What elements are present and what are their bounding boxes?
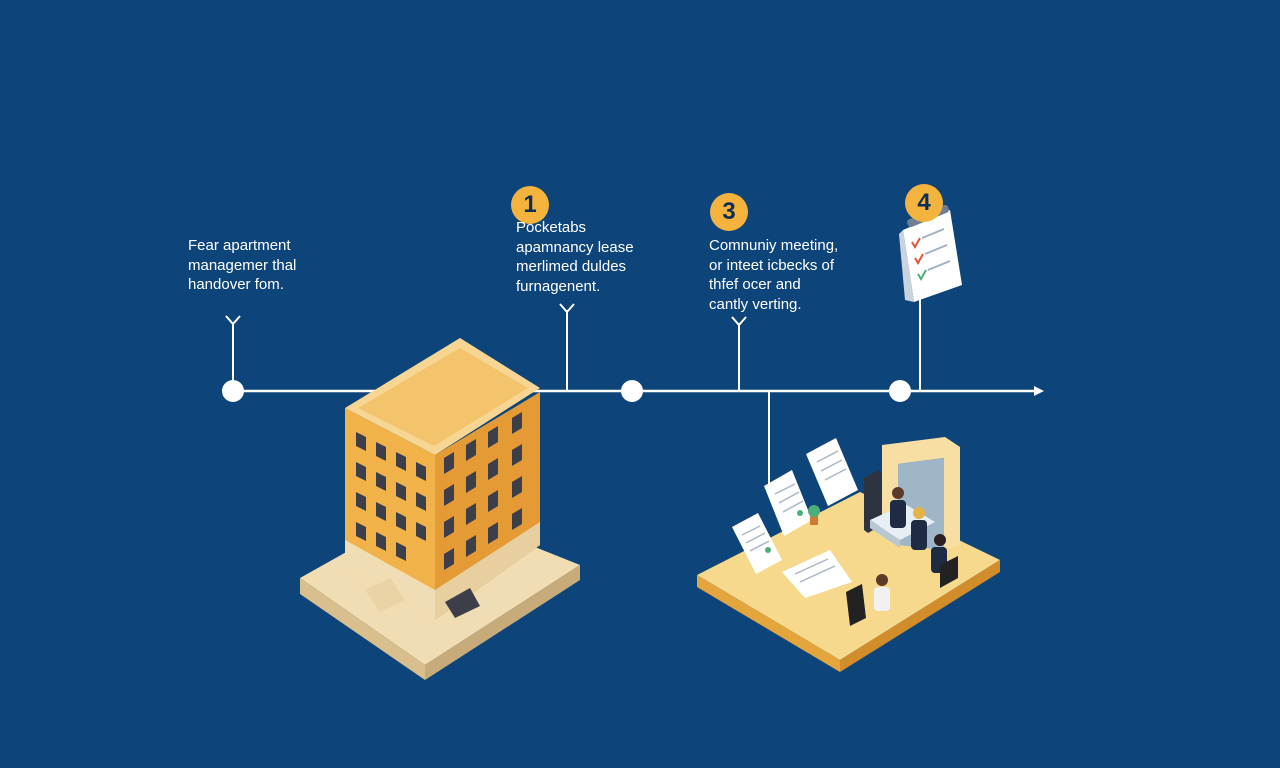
step-text-1: Pocketabs apamnancy lease merlimed dulde… (516, 219, 634, 295)
step-text-3: Comnuniy meeting, or inteet icbecks of t… (709, 237, 839, 313)
meeting-office-icon (697, 437, 1000, 672)
step-badge-3: 3 (710, 193, 748, 231)
timeline-node-1 (222, 380, 244, 402)
timeline-nodes (222, 380, 911, 402)
step-badge-4: 4 (905, 184, 943, 222)
apartment-building-icon (300, 338, 580, 680)
timeline-node-2 (621, 380, 643, 402)
document-icons (732, 438, 858, 598)
step-text-0: Fear apartment managemer thal handover f… (188, 237, 297, 293)
timeline-connectors (225, 298, 921, 484)
timeline-arrowhead (1034, 386, 1044, 396)
step-badge-1: 1 (511, 186, 549, 224)
checklist-clipboard-icon (899, 204, 962, 302)
timeline-node-3 (889, 380, 911, 402)
